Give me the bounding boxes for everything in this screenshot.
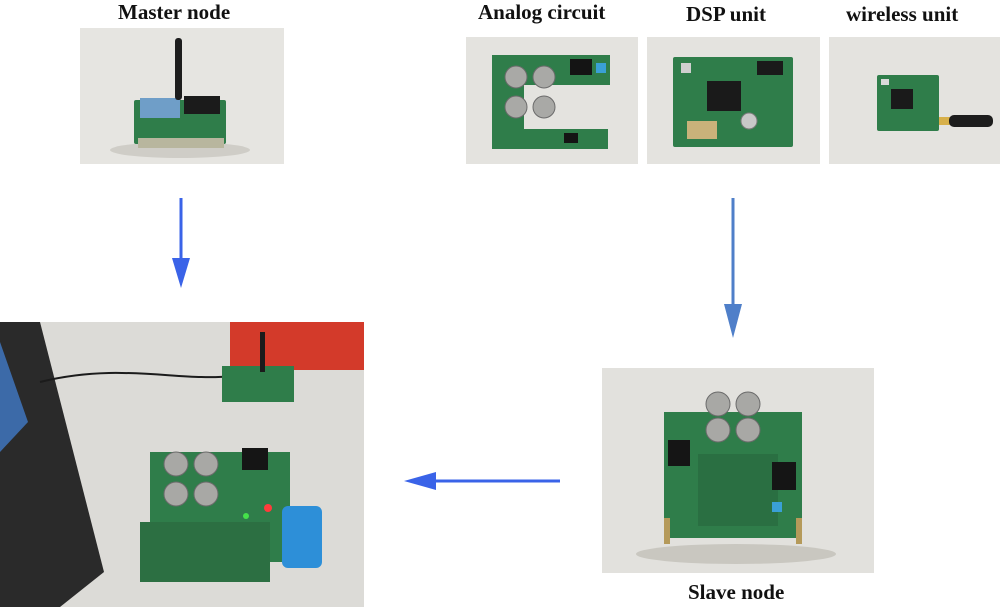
arrow-down-right	[724, 198, 742, 338]
master-node-label: Master node	[118, 0, 231, 24]
slave-node-label: Slave node	[688, 580, 785, 604]
dsp-unit-photo	[647, 37, 820, 164]
wireless-unit-photo	[829, 37, 1000, 164]
system-setup-photo	[0, 322, 364, 607]
arrow-down-left	[172, 198, 190, 288]
dsp-unit-label: DSP unit	[686, 2, 766, 26]
arrow-left	[404, 472, 560, 490]
analog-circuit-photo	[466, 37, 638, 164]
master-node-photo	[80, 28, 284, 164]
wireless-unit-label: wireless unit	[846, 2, 959, 26]
analog-circuit-label: Analog circuit	[478, 0, 606, 24]
slave-node-photo	[602, 368, 874, 573]
